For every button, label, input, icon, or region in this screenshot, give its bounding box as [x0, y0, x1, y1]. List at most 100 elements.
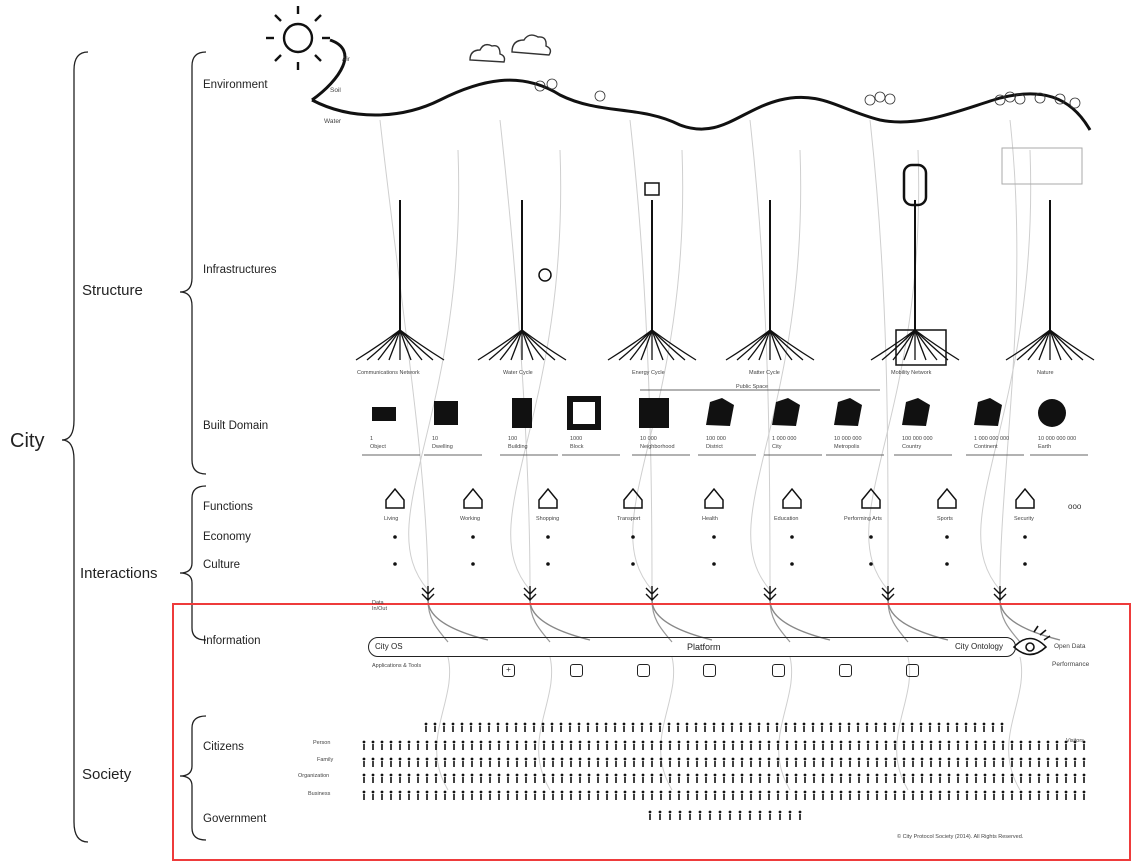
function-dot [712, 562, 716, 566]
environment-label: Environment [203, 79, 268, 91]
data-hub-icon [764, 586, 776, 600]
infra-root [356, 330, 400, 360]
infra-root [522, 330, 566, 360]
government-label: Government [203, 813, 266, 825]
built-icon [570, 399, 598, 427]
tool-doc-icon [703, 664, 716, 677]
tool-app-icon [772, 664, 785, 677]
built-scale-name: Object [370, 444, 386, 450]
more-functions-label: ooo [1068, 502, 1081, 511]
infra-root [400, 330, 422, 360]
function-label: Health [702, 516, 718, 522]
function-icon [1016, 489, 1034, 508]
citizen-row-label: Family [317, 757, 333, 763]
data-hub-icon [524, 586, 536, 600]
function-icon [386, 489, 404, 508]
infra-root [915, 330, 937, 360]
tool-app-icon [570, 664, 583, 677]
public-space-label: Public Space [736, 384, 768, 390]
function-dot [631, 562, 635, 566]
built-scale-name: Dwelling [432, 444, 453, 450]
infra-root [726, 330, 770, 360]
function-dot [471, 562, 475, 566]
function-dot [869, 562, 873, 566]
built-icon [706, 398, 734, 426]
interactions-label: Interactions [80, 565, 158, 582]
culture-label: Culture [203, 559, 240, 571]
infrastructure-trees [356, 148, 1094, 365]
function-icon [464, 489, 482, 508]
built-count: 10 000 000 000 [1038, 436, 1076, 442]
tool-chart-icon [637, 664, 650, 677]
built-count: 100 000 [706, 436, 726, 442]
infra-root [915, 330, 959, 360]
infra-caption: Energy Cycle [632, 370, 665, 376]
infrastructures-label: Infrastructures [203, 264, 277, 276]
infra-caption: Water Cycle [503, 370, 533, 376]
city-os-label: City OS [375, 642, 403, 651]
built-count: 1 000 000 000 [974, 436, 1009, 442]
data-in-out-label: Data In/Out [372, 600, 398, 612]
infra-root [1050, 330, 1072, 360]
built-scale-name: City [772, 444, 781, 450]
function-dot [393, 535, 397, 539]
built-scale-name: District [706, 444, 723, 450]
economy-label: Economy [203, 531, 251, 543]
function-dot [712, 535, 716, 539]
tool-edit-icon [906, 664, 919, 677]
citizen-row-label: Person [313, 740, 330, 746]
built-icon [772, 398, 800, 426]
function-icon [783, 489, 801, 508]
infra-root [871, 330, 915, 360]
function-dot [869, 535, 873, 539]
function-icon [705, 489, 723, 508]
built-scale-name: Neighborhood [640, 444, 675, 450]
infra-caption: Nature [1037, 370, 1054, 376]
function-dot [945, 535, 949, 539]
infra-root [378, 330, 400, 360]
built-scale-name: Metropolis [834, 444, 859, 450]
city-bracket [62, 52, 88, 842]
data-hub-icon [994, 586, 1006, 600]
function-dot [546, 535, 550, 539]
function-label: Security [1014, 516, 1034, 522]
function-icon [539, 489, 557, 508]
society-label: Society [82, 766, 131, 783]
function-icons [386, 489, 1034, 600]
infra-root [1006, 330, 1050, 360]
infra-root [1050, 330, 1094, 360]
infra-caption: Matter Cycle [749, 370, 780, 376]
citizen-row-label: Organization [298, 773, 329, 779]
platform-label: Platform [687, 642, 721, 652]
function-dot [790, 535, 794, 539]
built-icon [372, 407, 396, 421]
cloud-icon [470, 35, 550, 62]
water-tank-icon [539, 269, 551, 281]
built-count: 10 000 [640, 436, 657, 442]
infra-root [1028, 330, 1050, 360]
function-label: Performing Arts [844, 516, 882, 522]
function-label: Sports [937, 516, 953, 522]
tool-add-icon: + [502, 664, 515, 677]
built-icon [639, 398, 669, 428]
air-label: Air [342, 56, 350, 63]
copyright-label: © City Protocol Society (2014). All Righ… [897, 834, 1023, 840]
soil-label: Soil [330, 87, 341, 94]
infra-root [770, 330, 792, 360]
performance-label: Performance [1052, 661, 1089, 668]
city-label: City [10, 430, 44, 453]
data-hub-icon [646, 586, 658, 600]
data-hub-icon [422, 586, 434, 600]
information-label: Information [203, 635, 261, 647]
functions-label: Functions [203, 501, 253, 513]
built-scale-name: Block [570, 444, 583, 450]
function-label: Transport [617, 516, 640, 522]
function-dot [471, 535, 475, 539]
function-dot [1023, 535, 1027, 539]
network-curve [750, 120, 770, 590]
infra-root [608, 330, 652, 360]
infra-root [478, 330, 522, 360]
structure-bracket [180, 52, 206, 474]
function-dot [790, 562, 794, 566]
citizen-row-label: Business [308, 791, 330, 797]
